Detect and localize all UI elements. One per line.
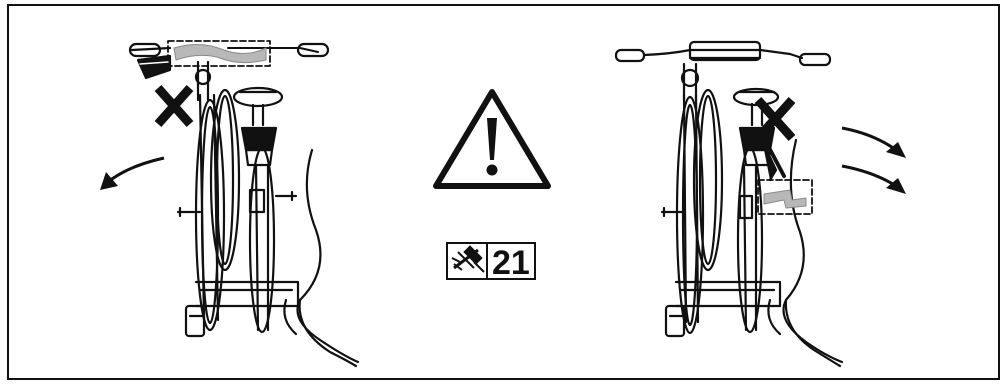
right-arrow-icon bbox=[842, 128, 906, 194]
left-cross-mark bbox=[158, 88, 190, 124]
reference-code: 21 bbox=[492, 244, 530, 282]
left-arrow-icon bbox=[100, 158, 164, 190]
reference-badge: 21 bbox=[447, 243, 535, 282]
right-bicycle bbox=[616, 42, 842, 366]
warning-triangle-icon bbox=[436, 92, 548, 186]
